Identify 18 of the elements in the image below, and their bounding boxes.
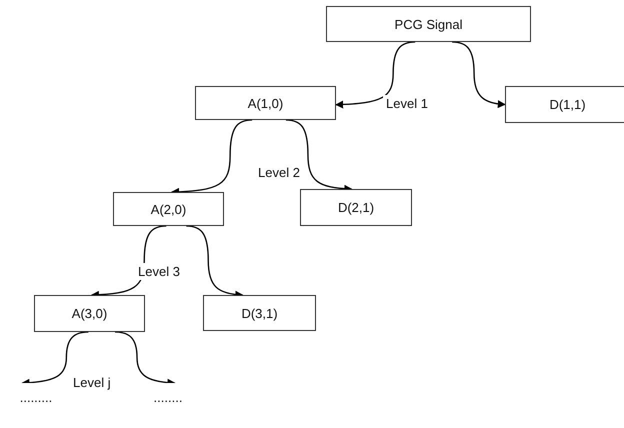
node-label: A(3,0) bbox=[72, 306, 108, 321]
process-box bbox=[203, 295, 316, 331]
process-box bbox=[34, 295, 145, 332]
ellipsis-text: ........ bbox=[154, 390, 182, 404]
curved-arrow bbox=[335, 41, 416, 108]
curved-arrow bbox=[452, 41, 506, 108]
process-box bbox=[326, 6, 531, 42]
process-box bbox=[113, 192, 224, 226]
ellipsis-text: ......... bbox=[20, 390, 52, 404]
process-box bbox=[195, 86, 336, 120]
node-label: D(3,1) bbox=[241, 306, 278, 320]
node-label: D(1,1) bbox=[549, 97, 586, 112]
process-box bbox=[505, 86, 624, 123]
process-box bbox=[300, 189, 412, 226]
node-label: A(1,0) bbox=[248, 96, 284, 110]
node-label: D(2,1) bbox=[338, 200, 374, 215]
node-label: A(2,0) bbox=[150, 202, 186, 216]
node-label: PCG Signal bbox=[394, 16, 462, 32]
